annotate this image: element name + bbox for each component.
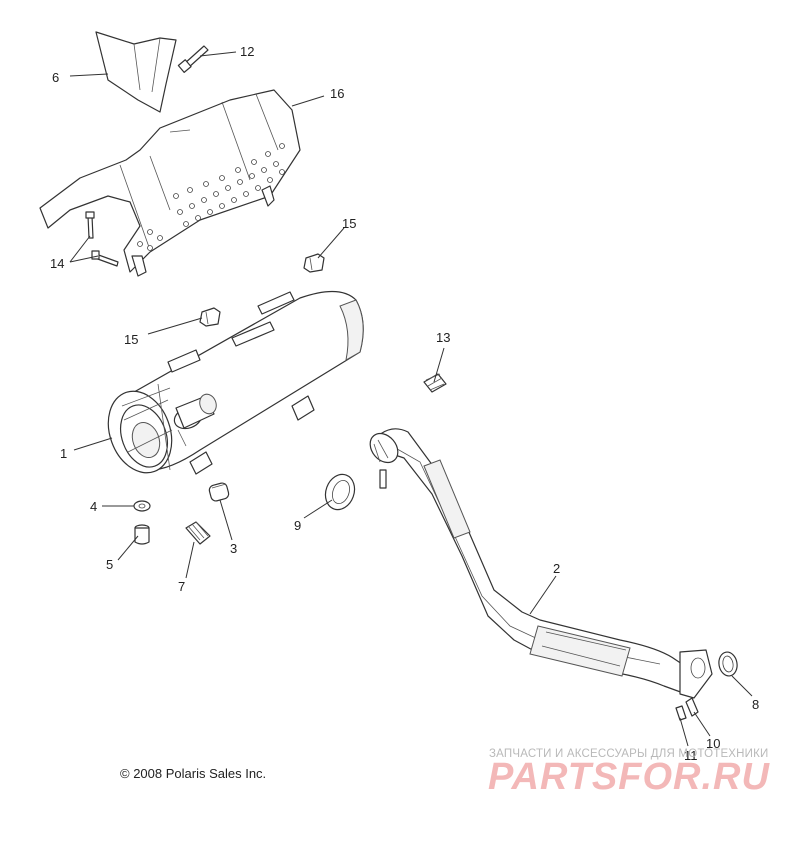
part-2-head-pipe [369,428,713,699]
part-9-seal-ring [324,473,356,511]
callout-13: 13 [436,330,450,345]
callout-10: 10 [706,736,720,751]
part-7-spring [185,521,211,545]
callout-11: 11 [684,748,698,763]
heat-shield-perforations [137,143,285,251]
part-13-spring [423,373,447,393]
copyright-notice: © 2008 Polaris Sales Inc. [120,766,267,781]
callout-15-upper: 15 [342,216,356,231]
part-16-heat-shield [39,89,301,277]
part-11-stud [675,705,687,721]
part-6-heat-deflector [95,31,177,113]
callout-2: 2 [553,561,560,576]
watermark-logo: PARTSFOR.RU [488,756,770,798]
callout-8: 8 [752,697,759,712]
callout-5: 5 [106,557,113,572]
callout-14: 14 [50,256,64,271]
callout-7: 7 [178,579,185,594]
part-1-muffler [107,290,364,475]
callout-9: 9 [294,518,301,533]
part-3-bumper [208,482,230,502]
callout-16: 16 [330,86,344,101]
callout-labels: 6 12 16 14 15 15 1 4 5 7 3 9 13 2 8 10 1… [50,44,759,763]
part-8-gasket [718,651,738,677]
leader-lines [69,51,753,747]
part-10-nut [685,697,699,717]
callout-4: 4 [90,499,97,514]
callout-15-lower: 15 [124,332,138,347]
part-4-washer [133,500,151,512]
part-15-grommet-upper [303,253,325,273]
watermark-tagline: ЗАПЧАСТИ И АКСЕССУАРЫ ДЛЯ МОТОТЕХНИКИ [489,748,769,760]
callout-3: 3 [230,541,237,556]
part-15-grommet-lower [199,307,221,327]
callout-6: 6 [52,70,59,85]
callout-12: 12 [240,44,254,59]
part-12-bolt [177,45,209,74]
part-5-plug [134,524,150,545]
callout-1: 1 [60,446,67,461]
